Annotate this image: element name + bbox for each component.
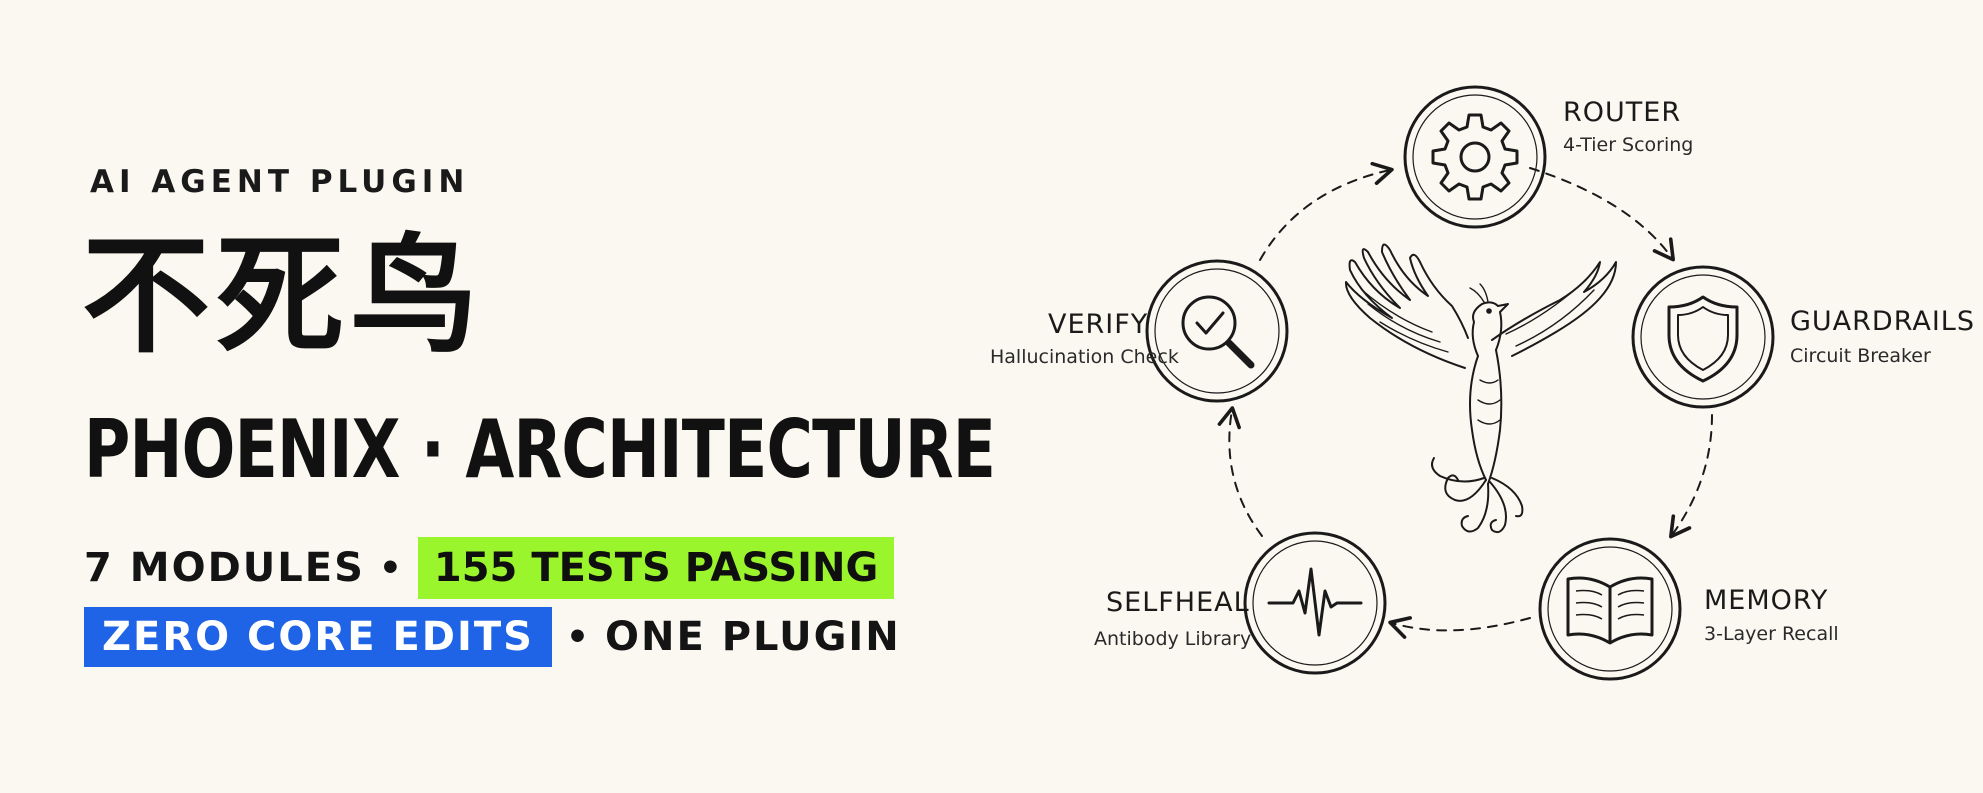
stats-row-1: 7 MODULES • 155 TESTS PASSING <box>84 537 895 599</box>
book-icon <box>1566 576 1654 645</box>
modules-count: 7 MODULES <box>84 545 365 591</box>
arrow-router-to-guardrails <box>1529 167 1675 262</box>
node-guardrails-subtitle: Circuit Breaker <box>1790 345 1931 367</box>
gear-icon <box>1431 113 1519 201</box>
stats-row-2: ZERO CORE EDITS • ONE PLUGIN <box>84 606 901 668</box>
phoenix-icon <box>1344 243 1617 534</box>
node-memory-title: MEMORY <box>1704 585 1828 616</box>
node-selfheal: SELFHEAL Antibody Library <box>1094 531 1387 675</box>
node-guardrails: GUARDRAILS Circuit Breaker <box>1631 265 1975 409</box>
arrow-memory-to-selfheal <box>1388 616 1531 639</box>
node-selfheal-title: SELFHEAL <box>1106 587 1250 618</box>
arrow-selfheal-to-verify <box>1217 406 1263 537</box>
node-selfheal-subtitle: Antibody Library <box>1094 628 1251 650</box>
node-router-title: ROUTER <box>1563 97 1681 128</box>
one-plugin-label: ONE PLUGIN <box>605 614 901 660</box>
arrow-guardrails-to-memory <box>1669 414 1713 539</box>
separator-dot: • <box>378 547 404 589</box>
cycle-arrows <box>1217 161 1713 639</box>
separator-dot: • <box>565 616 591 658</box>
node-router-subtitle: 4-Tier Scoring <box>1563 134 1693 156</box>
title-english: PHOENIX · ARCHITECTURE <box>84 403 996 496</box>
node-router: ROUTER 4-Tier Scoring <box>1403 85 1693 229</box>
node-memory-subtitle: 3-Layer Recall <box>1704 623 1839 645</box>
arrow-verify-to-router <box>1259 161 1394 261</box>
node-guardrails-title: GUARDRAILS <box>1790 306 1975 337</box>
node-verify-title: VERIFY <box>1048 309 1148 340</box>
node-verify: VERIFY Hallucination Check <box>990 259 1289 403</box>
pulse-icon <box>1267 567 1363 637</box>
magnifier-check-icon <box>1181 295 1255 369</box>
shield-icon <box>1667 295 1739 383</box>
zero-core-edits-badge: ZERO CORE EDITS <box>84 607 552 667</box>
tests-passing-badge: 155 TESTS PASSING <box>417 537 895 599</box>
hero-text-panel: AI AGENT PLUGIN 不死鸟 PHOENIX · ARCHITECTU… <box>82 164 996 668</box>
node-memory: MEMORY 3-Layer Recall <box>1538 537 1839 681</box>
node-verify-subtitle: Hallucination Check <box>990 346 1179 368</box>
title-chinese: 不死鸟 <box>82 222 485 371</box>
eyebrow-label: AI AGENT PLUGIN <box>90 164 470 200</box>
